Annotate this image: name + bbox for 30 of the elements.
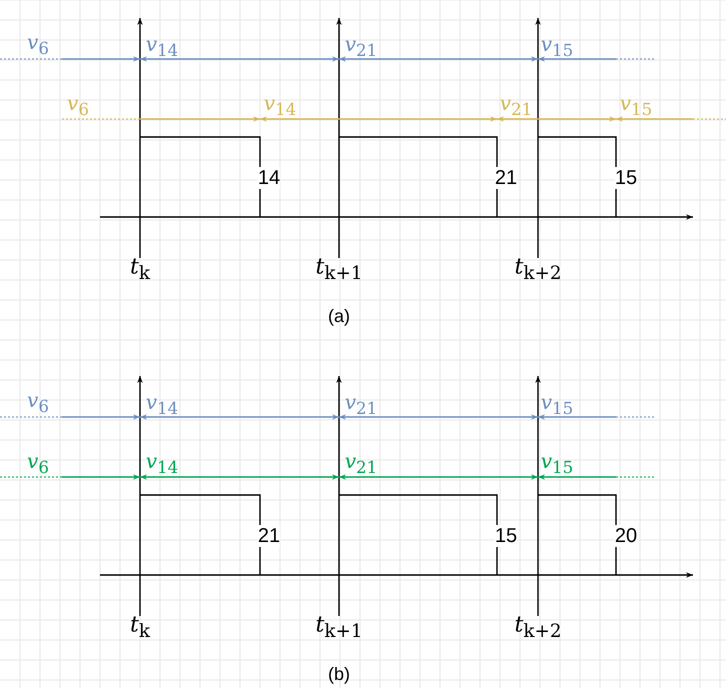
value-label: 15 <box>494 525 518 547</box>
variable-label: v$_{21}$ <box>344 34 378 60</box>
variable-label: v$_{6}$ <box>27 390 49 416</box>
variable-label: v$_{14}$ <box>146 34 178 60</box>
variable-label: v$_{6}$ <box>27 32 49 58</box>
variable-label: v$_{15}$ <box>620 93 652 119</box>
variable-label: v$_{21}$ <box>500 93 532 119</box>
variable-label: v$_{15}$ <box>540 451 574 477</box>
variable-label: v$_{6}$ <box>27 451 49 477</box>
variable-label: v$_{15}$ <box>540 34 574 60</box>
variable-label: v$_{14}$ <box>146 451 178 477</box>
time-label: t$_{k}$ <box>130 256 150 284</box>
panel-caption: (a) <box>328 307 350 325</box>
time-label: t$_{k+1}$ <box>316 256 362 284</box>
variable-label: v$_{21}$ <box>344 451 378 477</box>
panel-caption: (b) <box>328 665 350 683</box>
variable-label: v$_{6}$ <box>67 93 89 119</box>
value-label: 21 <box>258 525 280 547</box>
time-label: t$_{k}$ <box>130 614 150 642</box>
variable-label: v$_{14}$ <box>146 392 178 418</box>
value-label: 20 <box>614 525 638 547</box>
variable-label: v$_{21}$ <box>344 392 378 418</box>
time-label: t$_{k+1}$ <box>316 614 362 642</box>
value-label: 21 <box>494 167 518 189</box>
value-label: 14 <box>258 167 280 189</box>
variable-label: v$_{15}$ <box>540 392 574 418</box>
variable-label: v$_{14}$ <box>264 93 296 119</box>
time-label: t$_{k+2}$ <box>514 256 562 284</box>
time-label: t$_{k+2}$ <box>514 614 562 642</box>
value-label: 15 <box>614 167 638 189</box>
